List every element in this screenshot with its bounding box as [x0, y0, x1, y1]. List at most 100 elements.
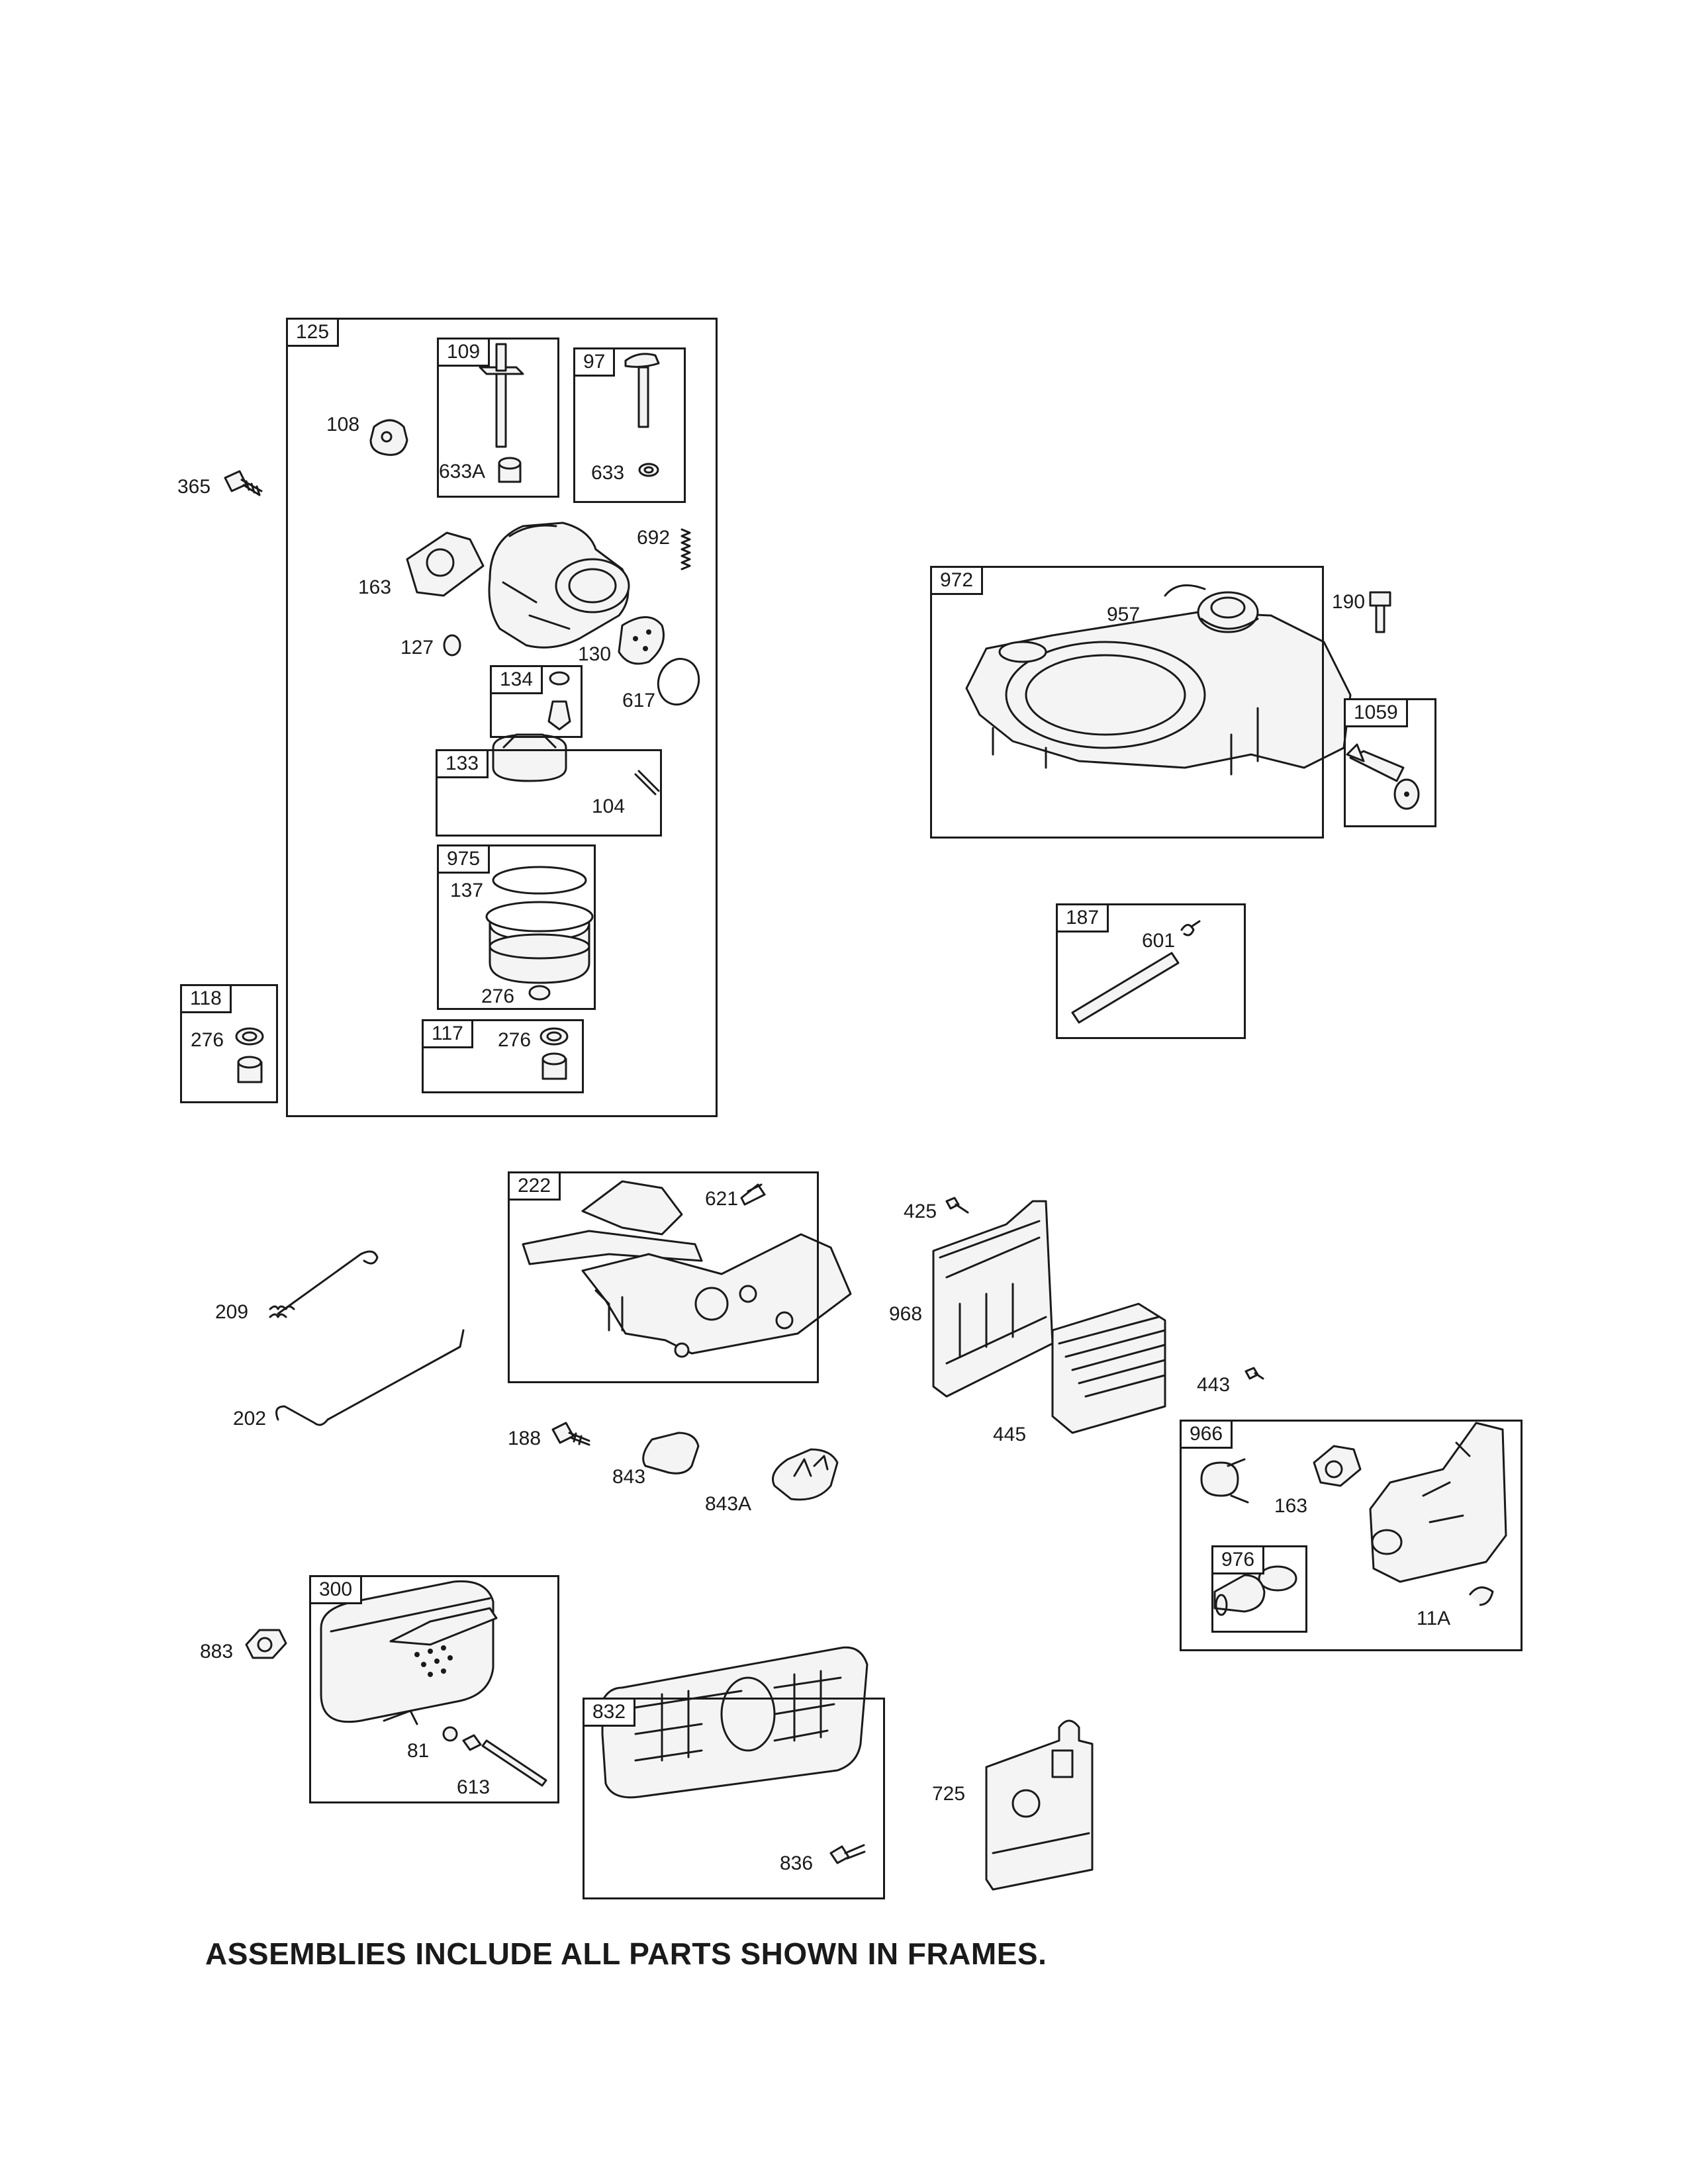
- part-label-968: 968: [889, 1303, 923, 1325]
- part-label-443: 443: [1197, 1374, 1231, 1396]
- part-label-130: 130: [578, 643, 612, 665]
- oil-cap-957-illustration: [1164, 584, 1259, 633]
- assembly-frame-222: 222: [508, 1171, 819, 1383]
- part-label-843A: 843A: [705, 1493, 752, 1515]
- assembly-frame-1059: 1059: [1344, 698, 1436, 827]
- gasket-108-illustration: [369, 419, 408, 456]
- choke-shaft-97-illustration: [624, 353, 660, 477]
- assemblies-note: ASSEMBLIES INCLUDE ALL PARTS SHOWN IN FR…: [205, 1936, 1047, 1971]
- part-label-108: 108: [326, 414, 360, 435]
- bolt-1059-illustration: [1346, 743, 1420, 810]
- gasket-883-illustration: [245, 1629, 287, 1659]
- assembly-frame-97: 97: [573, 347, 686, 503]
- float-133-illustration: [492, 733, 660, 796]
- part-label-190: 190: [1332, 591, 1366, 613]
- air-cleaner-base-968-illustration: [932, 1200, 1054, 1398]
- assembly-frame-125: 125: [286, 318, 718, 1117]
- part-label-843: 843: [612, 1466, 646, 1488]
- air-filter-445-illustration: [1051, 1302, 1166, 1434]
- part-label-202: 202: [233, 1408, 267, 1430]
- frame-number: 117: [424, 1021, 473, 1048]
- part-label-617: 617: [622, 690, 656, 711]
- choke-plunger-976-illustration: [1213, 1565, 1297, 1616]
- part-label-163: 163: [1274, 1495, 1308, 1517]
- part-label-633: 633: [591, 462, 625, 484]
- spring-692-illustration: [680, 528, 691, 570]
- part-label-81: 81: [407, 1740, 430, 1762]
- screw-836-illustration: [829, 1844, 866, 1864]
- assembly-frame-832: 832: [583, 1698, 885, 1899]
- frame-number: 187: [1058, 905, 1109, 933]
- frame-number: 976: [1213, 1547, 1265, 1574]
- frame-number: 222: [510, 1173, 561, 1201]
- assembly-frame-117: 117: [422, 1019, 584, 1093]
- assembly-frame-300: 300: [309, 1575, 559, 1803]
- nut-81-illustration: [442, 1726, 482, 1751]
- part-label-883: 883: [200, 1641, 234, 1662]
- o-ring-617-illustration: [657, 658, 700, 705]
- frame-number: 118: [182, 986, 232, 1013]
- carburetor-body-illustration: [488, 522, 630, 649]
- jet-134-illustration: [547, 671, 571, 731]
- assembly-frame-133: 133: [436, 749, 662, 837]
- part-label-633A: 633A: [439, 461, 486, 482]
- part-label-104: 104: [592, 796, 626, 817]
- part-label-957: 957: [1107, 604, 1141, 625]
- frame-number: 134: [492, 667, 543, 694]
- frame-number: 97: [575, 349, 616, 377]
- bolt-365-illustration: [224, 470, 263, 496]
- part-label-692: 692: [637, 527, 671, 549]
- bolt-613-illustration: [481, 1739, 547, 1787]
- part-label-127: 127: [400, 637, 434, 659]
- part-label-137: 137: [450, 880, 484, 901]
- bowl-nut-118-illustration: [235, 1027, 264, 1083]
- screw-425-illustration: [945, 1197, 969, 1214]
- spring-link-209-illustration: [269, 1250, 379, 1318]
- spring-621-illustration: [740, 1183, 766, 1206]
- gasket-725-illustration: [985, 1719, 1094, 1891]
- clamp-601-illustration: [1180, 920, 1201, 936]
- part-label-276: 276: [191, 1029, 224, 1051]
- screw-443-illustration: [1244, 1367, 1264, 1380]
- bowl-nut-117-illustration: [539, 1027, 569, 1080]
- frame-number: 133: [438, 751, 489, 778]
- frame-number: 1059: [1346, 700, 1408, 727]
- part-label-613: 613: [457, 1776, 491, 1798]
- gasket-163-illustration: [406, 531, 485, 597]
- part-label-725: 725: [932, 1783, 966, 1805]
- tube-187-illustration: [1071, 952, 1180, 1024]
- part-label-445: 445: [993, 1424, 1027, 1445]
- part-label-163: 163: [358, 576, 392, 598]
- screw-190-illustration: [1369, 591, 1391, 633]
- assembly-frame-118: 118: [180, 984, 278, 1103]
- part-label-276: 276: [498, 1029, 532, 1051]
- control-bracket-222-illustration: [522, 1180, 852, 1358]
- frame-number: 300: [311, 1577, 363, 1604]
- part-label-621: 621: [705, 1188, 739, 1210]
- diaphragm-130-illustration: [618, 616, 665, 665]
- frame-number: 966: [1182, 1422, 1233, 1449]
- part-label-836: 836: [780, 1852, 814, 1874]
- frame-number: 832: [585, 1700, 636, 1727]
- assembly-frame-972: 972: [930, 566, 1324, 839]
- muffler-300-illustration: [320, 1580, 498, 1725]
- frame-number: 975: [439, 846, 491, 874]
- part-label-365: 365: [177, 476, 211, 498]
- frame-number: 972: [932, 568, 984, 595]
- float-bowl-975-illustration: [485, 866, 594, 1001]
- seal-127-illustration: [443, 634, 461, 657]
- part-label-11A: 11A: [1417, 1608, 1451, 1629]
- assembly-frame-976: 976: [1211, 1545, 1307, 1633]
- part-label-188: 188: [508, 1428, 541, 1449]
- bolt-188-illustration: [551, 1422, 590, 1446]
- part-label-601: 601: [1142, 930, 1176, 952]
- blower-housing-972-illustration: [965, 611, 1352, 776]
- frame-number: 125: [288, 320, 340, 347]
- assembly-frame-134: 134: [490, 665, 583, 738]
- throttle-shaft-109-illustration: [479, 343, 524, 483]
- plate-843-illustration: [642, 1432, 700, 1475]
- part-label-209: 209: [215, 1301, 249, 1323]
- plate-843A-illustration: [772, 1448, 839, 1501]
